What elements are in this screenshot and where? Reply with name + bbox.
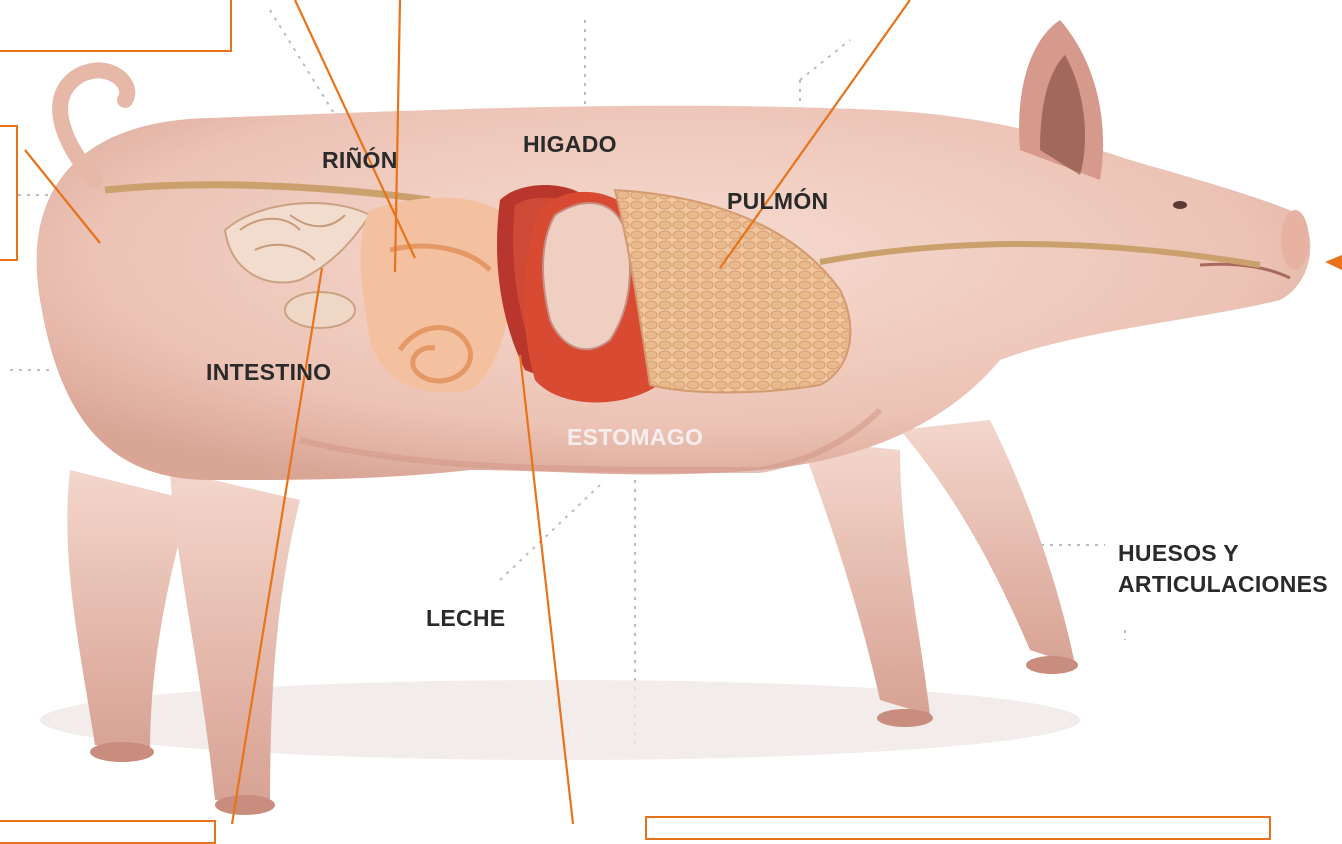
label-estomago: ESTOMAGO — [567, 424, 703, 451]
callout-box-left — [0, 125, 18, 261]
label-rinon: RIÑÓN — [322, 147, 398, 174]
label-leche: LECHE — [426, 605, 505, 632]
pointer-arrow-icon — [1325, 255, 1342, 270]
callout-box-top-left — [0, 0, 232, 52]
label-pulmon: PULMÓN — [727, 188, 828, 215]
label-huesos-line2: ARTICULACIONES — [1118, 571, 1328, 598]
label-higado: HIGADO — [523, 131, 617, 158]
callout-box-bottom-right — [645, 816, 1271, 840]
label-huesos-line1: HUESOS Y — [1118, 540, 1239, 567]
pig-anatomy-diagram — [0, 0, 1342, 824]
label-intestino: INTESTINO — [206, 359, 331, 386]
